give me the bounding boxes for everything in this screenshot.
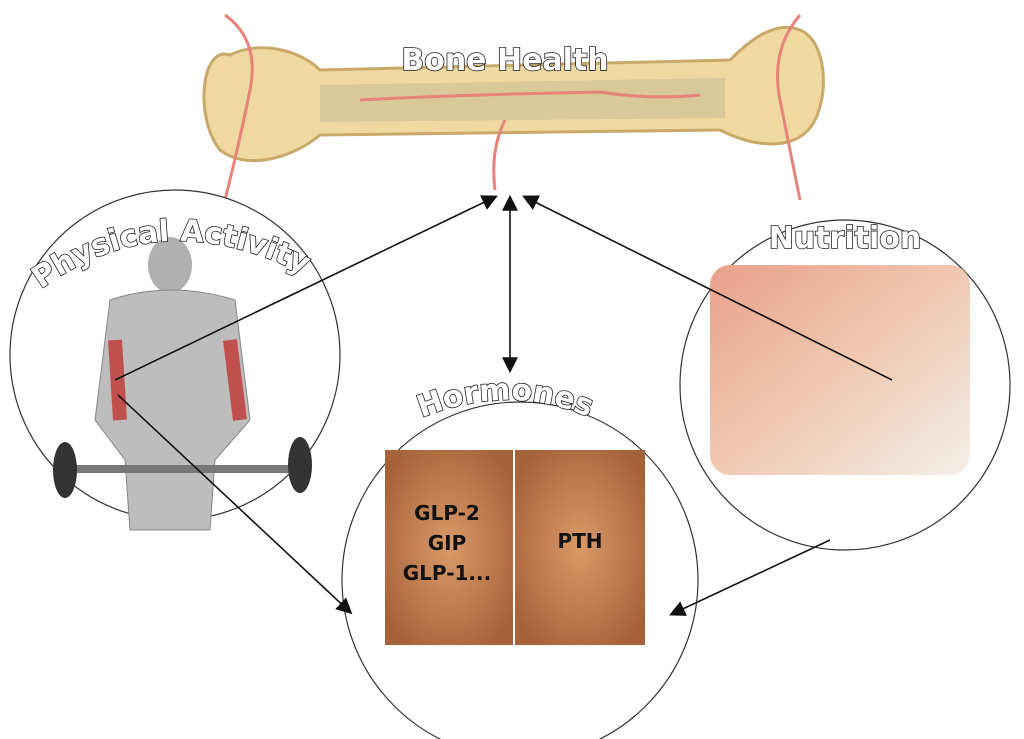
bone-health-title: Bone Health	[401, 43, 608, 78]
arrow-nutrition-to-hormones	[669, 539, 831, 616]
hormone-gip: GIP	[428, 531, 467, 555]
hormones-node: Hormones GLP-2 GIP GLP-1... PTH	[341, 372, 699, 739]
arrow-nutrition-to-bone	[522, 195, 893, 381]
nutrition-node: Nutrition	[679, 219, 1011, 551]
nutrition-label: Nutrition	[769, 221, 921, 256]
physical-activity-node: Physical Activity	[9, 189, 341, 531]
hormone-glp1: GLP-1...	[403, 561, 491, 585]
hormone-glp2: GLP-2	[414, 501, 480, 525]
hormone-pth: PTH	[557, 529, 602, 553]
thyroid-illustration	[515, 450, 645, 645]
intestine-illustration	[385, 450, 513, 645]
weightlifter-illustration	[53, 237, 312, 531]
food-illustration	[710, 265, 970, 475]
arrow-activity-to-hormones	[117, 394, 353, 615]
arrows	[114, 194, 893, 616]
bone-illustration: Bone Health	[202, 13, 825, 201]
arrow-activity-to-bone	[114, 195, 498, 381]
